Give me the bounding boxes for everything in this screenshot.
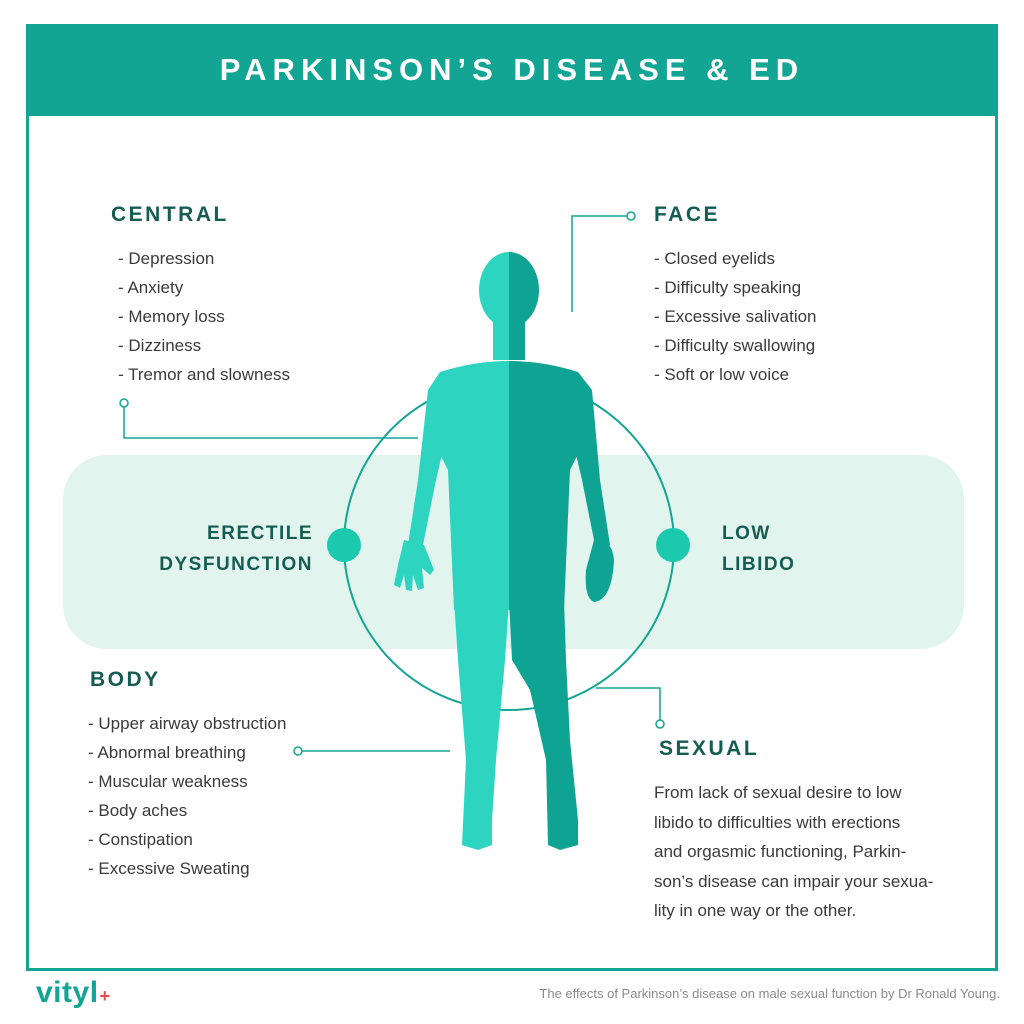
central-connector-dot [119,398,129,408]
sexual-connector [596,687,661,720]
list-item: - Muscular weakness [88,772,248,791]
silhouette-right-half [509,252,614,850]
face-connector-dot [626,211,636,221]
list-item: - Body aches [88,801,188,820]
list-item: - Memory loss [118,307,225,326]
central-connector [123,407,418,439]
connector-lines [123,215,661,752]
list-item: - Difficulty speaking [654,278,802,297]
sexual-description: From lack of sexual desire to low libido… [654,783,934,920]
list-item: - Dizziness [118,336,202,355]
ed-marker-dot [327,528,361,562]
body-heading: BODY [90,668,161,691]
low-libido-label: LOW LIBIDO [722,523,796,575]
face-heading: FACE [654,203,721,226]
body-connector-dot [293,746,303,756]
list-item: - Soft or low voice [654,365,790,384]
list-item: - Closed eyelids [654,249,775,268]
sexual-heading: SEXUAL [659,737,760,760]
list-item: - Depression [118,249,215,268]
silhouette-left-half [394,252,509,850]
human-silhouette [394,252,614,850]
list-item: - Anxiety [118,278,184,297]
sexual-connector-dot [655,719,665,729]
list-item: - Upper airway obstruction [88,714,287,733]
list-item: - Abnormal breathing [88,743,246,762]
list-item: - Tremor and slowness [118,365,290,384]
list-item: - Constipation [88,830,193,849]
erectile-dysfunction-label: ERECTILE DYSFUNCTION [159,523,313,575]
libido-marker-dot [656,528,690,562]
page-title: PARKINSON’S DISEASE & ED [219,52,805,87]
vityl-logo: vityl+ [36,976,111,1009]
list-item: - Excessive salivation [654,307,817,326]
list-item: - Difficulty swallowing [654,336,816,355]
plus-icon: + [99,986,111,1006]
face-list: - Closed eyelids - Difficulty speaking -… [654,244,817,389]
central-heading: CENTRAL [111,203,229,226]
list-item: - Excessive Sweating [88,859,250,878]
body-list: - Upper airway obstruction - Abnormal br… [88,709,286,883]
face-connector [571,215,627,312]
footer-caption: The effects of Parkinson’s disease on ma… [539,986,1000,1001]
title-banner: PARKINSON’S DISEASE & ED [26,24,998,116]
central-list: - Depression - Anxiety - Memory loss - D… [118,244,290,389]
